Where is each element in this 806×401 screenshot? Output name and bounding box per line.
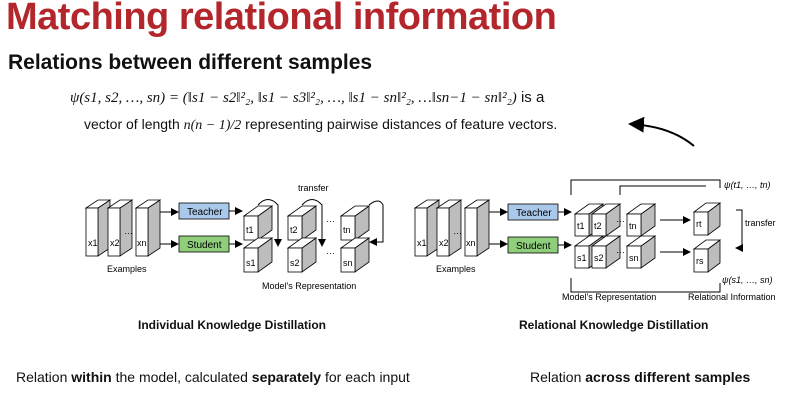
- left-examples-label: Examples: [107, 264, 147, 274]
- left-teacher-label: Teacher: [187, 207, 223, 218]
- right-example-xn: xn: [466, 238, 476, 248]
- left-examples-stack: x1 x2 … xn: [84, 199, 162, 257]
- relation-student-cube: rs: [692, 239, 722, 273]
- psi-teacher-label: ψ(t1, …, tn): [724, 180, 771, 190]
- relation-rt: rt: [696, 219, 702, 229]
- right-example-dots: …: [453, 226, 462, 236]
- right-teacher-dots: …: [616, 214, 625, 224]
- right-teacher-t2: t2: [594, 221, 602, 231]
- right-example-x1: x1: [417, 238, 427, 248]
- right-example-x2: x2: [439, 238, 449, 248]
- psi-student-label: ψ(s1, …, sn): [722, 275, 773, 285]
- slide-title: Matching relational information: [6, 0, 557, 38]
- relational-info-label: Relational Information: [688, 292, 776, 302]
- right-examples-stack: x1 x2 … xn: [413, 199, 491, 257]
- left-student-sn: sn: [343, 258, 353, 268]
- right-teacher-tn: tn: [629, 221, 637, 231]
- bl-pre: Relation: [16, 369, 72, 385]
- right-examples-label: Examples: [436, 264, 476, 274]
- vector-suffix: representing pairwise distances of featu…: [241, 116, 558, 132]
- left-example-xn: xn: [137, 238, 147, 248]
- left-caption: Individual Knowledge Distillation: [138, 318, 327, 332]
- relation-connectors: [570, 179, 743, 293]
- bl-post: for each input: [321, 369, 410, 385]
- psi-formula-math: ψ(s1, s2, …, sn) = (‖s1 − s2‖²₂, ‖s1 − s…: [70, 90, 517, 106]
- left-student-s2: s2: [290, 258, 300, 268]
- right-student-s2: s2: [594, 253, 604, 263]
- br-across: across different samples: [585, 369, 751, 385]
- left-example-cube: [134, 199, 162, 257]
- vector-prefix: vector of length: [84, 116, 184, 132]
- relation-rs: rs: [696, 256, 704, 266]
- right-transfer-label: transfer: [745, 218, 776, 228]
- left-student-s1: s1: [246, 258, 256, 268]
- left-transfer-label: transfer: [298, 183, 329, 193]
- right-caption: Relational Knowledge Distillation: [519, 318, 709, 332]
- vector-length-math: n(n − 1)/2: [183, 118, 242, 133]
- slide-subtitle: Relations between different samples: [8, 51, 373, 74]
- bl-mid: the model, calculated: [111, 369, 252, 385]
- right-representation-label: Model's Representation: [562, 292, 656, 302]
- left-student-outputs: s1 s2 … sn: [242, 237, 371, 273]
- right-student-s1: s1: [577, 253, 587, 263]
- psi-formula-tail: is a: [516, 89, 545, 106]
- bottom-left-text: Relation within the model, calculated se…: [16, 369, 410, 385]
- relation-teacher-cube: rt: [692, 202, 722, 236]
- right-student-label: Student: [516, 241, 551, 252]
- left-teacher-tn: tn: [343, 225, 351, 235]
- bottom-right-text: Relation across different samples: [530, 369, 750, 385]
- left-example-dots: …: [124, 226, 133, 236]
- right-student-sn: sn: [629, 253, 639, 263]
- right-teacher-label: Teacher: [516, 208, 552, 219]
- left-student-dots: …: [326, 246, 335, 256]
- left-example-cube: [106, 199, 134, 257]
- right-teacher-t1: t1: [577, 221, 585, 231]
- left-example-cube: [84, 199, 112, 257]
- bl-within: within: [71, 369, 112, 385]
- vector-length-text: vector of length n(n − 1)/2 representing…: [84, 116, 557, 134]
- left-teacher-t2: t2: [290, 225, 298, 235]
- left-teacher-outputs: t1 t2 … tn: [242, 205, 371, 241]
- pointer-arrow: [628, 116, 695, 147]
- left-teacher-t1: t1: [246, 225, 254, 235]
- left-example-x1: x1: [88, 238, 98, 248]
- right-student-outputs: s1 s2 … sn: [573, 235, 657, 269]
- right-student-dots: …: [616, 245, 625, 255]
- left-student-label: Student: [187, 240, 222, 251]
- br-pre: Relation: [530, 369, 586, 385]
- left-representation-label: Model's Representation: [262, 281, 356, 291]
- left-example-x2: x2: [110, 238, 120, 248]
- psi-formula: ψ(s1, s2, …, sn) = (‖s1 − s2‖²₂, ‖s1 − s…: [70, 89, 544, 107]
- bl-separately: separately: [251, 369, 322, 385]
- right-teacher-outputs: t1 t2 … tn: [573, 203, 657, 237]
- left-teacher-dots: …: [326, 214, 335, 224]
